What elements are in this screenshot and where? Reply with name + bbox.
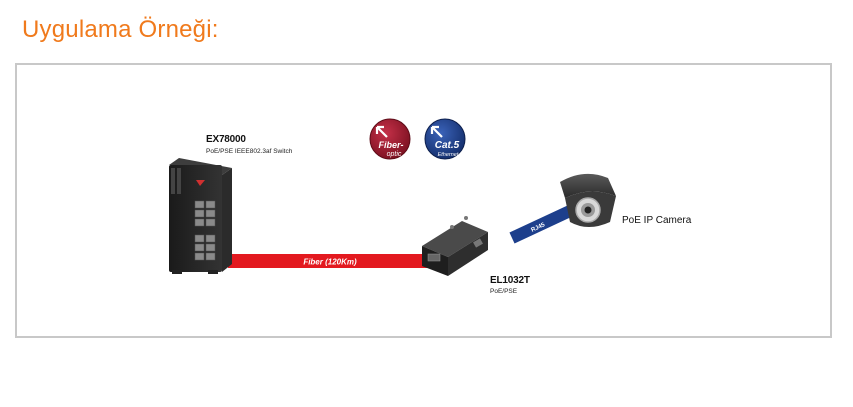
rj45-link-label: RJ45 [530,222,546,234]
switch-description-label: PoE/PSE IEEE802.3af Switch [206,148,293,155]
switch-model-label: EX78000 [206,134,246,145]
fiber-optic-badge-line2: optic [387,151,402,158]
brand-logo-icon [196,180,205,186]
diagram-frame [15,63,832,338]
arrow-icon [430,125,443,138]
switch-device [169,158,232,274]
converter-device [422,216,488,276]
camera-label: PoE IP Camera [622,215,692,226]
fiber-optic-badge: Fiber- optic [369,118,411,160]
rj45-cable [509,202,580,244]
converter-model-label: EL1032T [490,275,530,286]
fiber-cable [228,254,428,268]
arrow-icon [375,125,388,138]
cat5-badge-line2: Ethernet [438,152,459,158]
camera-device [560,173,616,227]
cat5-badge: Cat.5 Ethernet [424,118,466,160]
rj45-link: RJ45 [509,202,580,244]
page-title: Uygulama Örneği: [22,16,219,43]
converter-description-label: PoE/PSE [490,288,518,295]
cat5-badge-line1: Cat.5 [435,140,460,151]
fiber-link: Fiber (120Km) [228,254,428,268]
fiber-optic-badge-line1: Fiber- [378,140,403,150]
fiber-link-label: Fiber (120Km) [303,258,357,267]
